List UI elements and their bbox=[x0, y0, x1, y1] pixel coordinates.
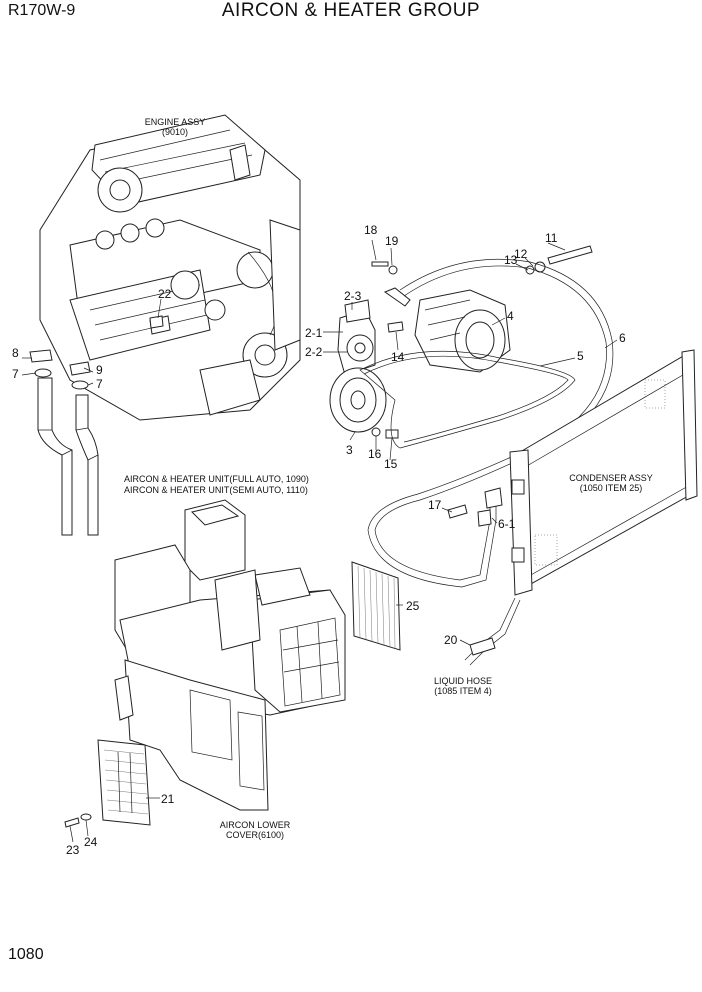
aircon-heater-unit bbox=[114, 499, 346, 811]
condenser-note: CONDENSER ASSY (1050 ITEM 25) bbox=[569, 473, 653, 493]
page-title: AIRCON & HEATER GROUP bbox=[221, 0, 481, 21]
liquid-hose-note: LIQUID HOSE (1085 ITEM 4) bbox=[434, 676, 492, 696]
callout-9: 9 bbox=[96, 363, 103, 377]
callout-17: 17 bbox=[428, 498, 442, 512]
leader-lines bbox=[21, 239, 618, 843]
engine-assy-note: ENGINE ASSY (9010) bbox=[145, 117, 206, 137]
callout-18: 18 bbox=[364, 223, 378, 237]
callout-23: 23 bbox=[66, 843, 80, 857]
aircon-unit-note: AIRCON & HEATER UNIT(FULL AUTO, 1090) AI… bbox=[124, 474, 309, 495]
aircon-unit-full-auto: AIRCON & HEATER UNIT(FULL AUTO, 1090) bbox=[124, 474, 309, 484]
callout-25: 25 bbox=[406, 599, 420, 613]
callout-19: 19 bbox=[385, 234, 399, 248]
belt-inner bbox=[363, 355, 569, 443]
condenser-assy-label: CONDENSER ASSY bbox=[569, 473, 653, 483]
lower-cover-label: AIRCON LOWER bbox=[220, 820, 291, 830]
callout-21: 21 bbox=[161, 792, 175, 806]
callout-5: 5 bbox=[577, 349, 584, 363]
liquid-hose-code: (1085 ITEM 4) bbox=[434, 686, 492, 696]
callout-4: 4 bbox=[507, 309, 514, 323]
callout-16: 16 bbox=[368, 447, 382, 461]
callout-13: 13 bbox=[504, 253, 518, 267]
callout-12: 12 bbox=[514, 247, 528, 261]
callout-20: 20 bbox=[444, 633, 458, 647]
callout-2-3: 2-3 bbox=[344, 289, 362, 303]
callout-14: 14 bbox=[391, 350, 405, 364]
callout-7-left: 7 bbox=[12, 367, 19, 381]
page-number: 1080 bbox=[8, 946, 44, 963]
air-filter bbox=[351, 561, 401, 651]
engine-assy-code: (9010) bbox=[162, 127, 188, 137]
callout-24: 24 bbox=[84, 835, 98, 849]
callout-numbers: 2-1 2-2 2-3 3 4 5 6 6-1 7 7 8 9 11 12 13… bbox=[12, 223, 626, 857]
heater-hoses bbox=[37, 377, 99, 536]
belt bbox=[359, 350, 576, 449]
callout-8: 8 bbox=[12, 346, 19, 360]
callout-6: 6 bbox=[619, 331, 626, 345]
condenser-assy-code: (1050 ITEM 25) bbox=[580, 483, 643, 493]
model-number: R170W-9 bbox=[8, 2, 76, 19]
callout-22: 22 bbox=[158, 287, 172, 301]
inlet-grille bbox=[64, 739, 151, 828]
callout-11: 11 bbox=[545, 231, 558, 245]
engine-assembly bbox=[39, 114, 301, 421]
aircon-unit-semi-auto: AIRCON & HEATER UNIT(SEMI AUTO, 1110) bbox=[124, 485, 308, 495]
engine-assy-label: ENGINE ASSY bbox=[145, 117, 206, 127]
compressor-group bbox=[329, 245, 593, 439]
callout-2-2: 2-2 bbox=[305, 345, 323, 359]
callout-2-1: 2-1 bbox=[305, 326, 323, 340]
callout-15: 15 bbox=[384, 457, 398, 471]
callout-7-right: 7 bbox=[96, 377, 103, 391]
condenser-assembly bbox=[464, 349, 698, 666]
lower-cover-code: COVER(6100) bbox=[226, 830, 284, 840]
callout-6-1: 6-1 bbox=[498, 517, 516, 531]
callout-3: 3 bbox=[346, 443, 353, 457]
liquid-hose-label: LIQUID HOSE bbox=[434, 676, 492, 686]
lower-cover-note: AIRCON LOWER COVER(6100) bbox=[220, 820, 291, 840]
